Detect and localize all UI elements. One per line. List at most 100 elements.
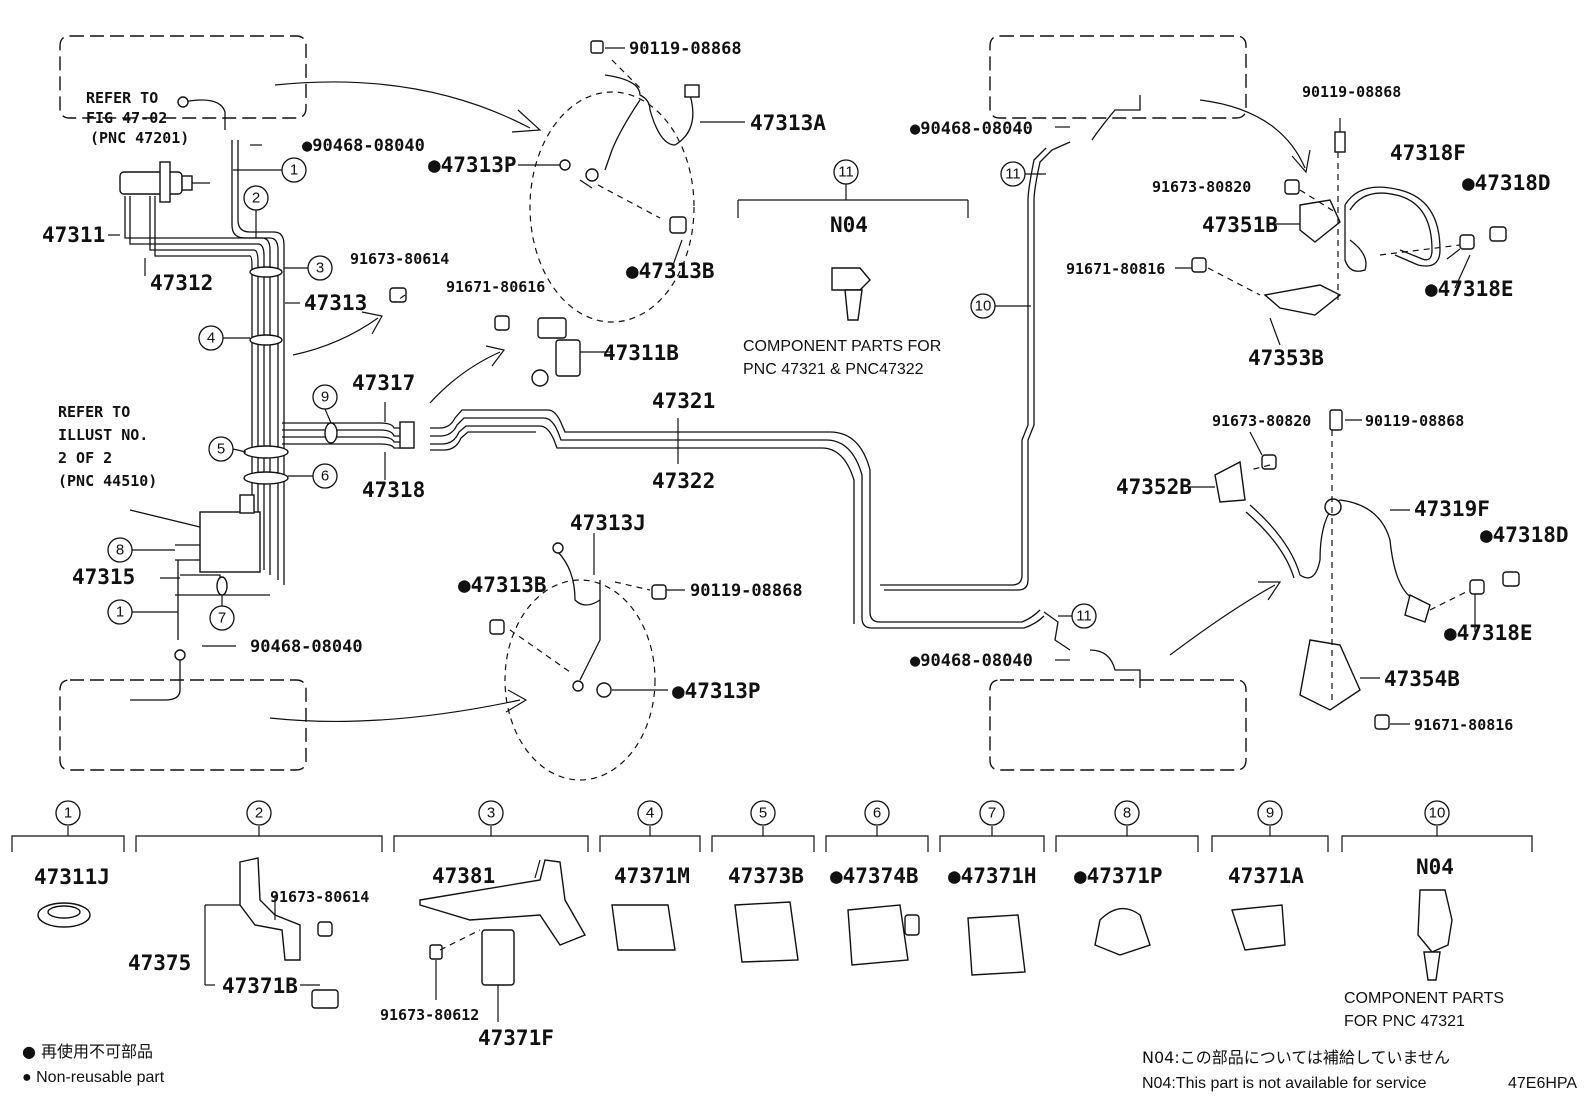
label-91671-80616: 91671-80616 [446, 278, 545, 296]
legend-callout-1: 1 [55, 800, 81, 826]
legend-91673-80612: 91673-80612 [380, 1006, 479, 1024]
label-90119-mid: 90119-08868 [690, 581, 803, 601]
label-90468-bottom: 90468-08040 [250, 637, 363, 657]
fig-ref-line3: (PNC 47201) [90, 129, 189, 147]
legend-callout-3: 3 [478, 800, 504, 826]
svg-text:10: 10 [975, 298, 992, 315]
svg-text:8: 8 [1123, 805, 1131, 822]
svg-text:2: 2 [252, 190, 260, 207]
label-47318E-b: ●47318E [1444, 621, 1533, 645]
callout-6: 6 [312, 463, 338, 489]
rear-hose [489, 542, 667, 698]
ref-box-top-left [59, 35, 307, 119]
callout-9: 9 [312, 384, 338, 410]
key-english: ● Non-reusable part [22, 1069, 165, 1086]
part-labels: 90119-08868 47313A ●47313P ●47313B ●9046… [42, 39, 1569, 734]
label-47311: 47311 [42, 223, 105, 247]
svg-text:6: 6 [321, 468, 329, 485]
legend-N04: N04 [1416, 855, 1454, 879]
label-47318F: 47318F [1390, 141, 1466, 165]
ref-box-bottom-right [989, 679, 1247, 771]
legend-callout-5: 5 [750, 800, 776, 826]
right-brake-line [880, 95, 1141, 688]
label-47313P-bottom: ●47313P [672, 679, 761, 703]
label-91673-80820-b: 91673-80820 [1212, 412, 1311, 430]
legend-47373B: 47373B [728, 864, 804, 888]
fig-ref-line2: FIG 47-02 [86, 109, 167, 127]
svg-text:11: 11 [1076, 608, 1092, 625]
label-47353B: 47353B [1248, 346, 1324, 370]
callout-1-bottom: 1 [107, 599, 133, 625]
flow-arrows [269, 81, 1311, 722]
label-47313J: 47313J [570, 511, 646, 535]
svg-text:1: 1 [116, 604, 124, 621]
illust-ref-line4: (PNC 44510) [58, 472, 157, 490]
fig-ref-line1: REFER TO [86, 89, 158, 107]
svg-text:9: 9 [321, 389, 329, 406]
label-47319F: 47319F [1414, 497, 1490, 521]
svg-text:5: 5 [217, 441, 225, 458]
label-47313A: 47313A [750, 111, 826, 135]
label-90468-right-bottom: ●90468-08040 [910, 651, 1033, 671]
illust-ref-line1: REFER TO [58, 403, 130, 421]
callout-8: 8 [107, 537, 133, 563]
label-47318D-a: ●47318D [1462, 171, 1551, 195]
callout-11-center: 11 [833, 159, 859, 185]
component-note-line2: PNC 47321 & PNC47322 [743, 361, 924, 378]
master-cylinder [119, 96, 226, 203]
key-footnotes: ● 再使用不可部品 ● Non-reusable part N04:この部品につ… [22, 1042, 1577, 1092]
label-91673-80820-a: 91673-80820 [1152, 178, 1251, 196]
legend-47371F: 47371F [478, 1026, 554, 1050]
key-japanese: ● 再使用不可部品 [22, 1042, 153, 1061]
wheel-area-front [529, 91, 695, 323]
callout-7: 7 [209, 605, 235, 631]
legend-callout-7: 7 [979, 800, 1005, 826]
label-47318D-b: ●47318D [1480, 523, 1569, 547]
svg-text:11: 11 [1005, 166, 1021, 183]
svg-text:1: 1 [64, 805, 72, 822]
label-47322: 47322 [652, 469, 715, 493]
legend-47371B: 47371B [222, 974, 298, 998]
footnote-n04-japanese: N04:この部品については補給していません [1142, 1048, 1450, 1067]
ref-box-bottom-left [59, 679, 307, 771]
svg-text:9: 9 [1266, 805, 1274, 822]
legend-callout-8: 8 [1114, 800, 1140, 826]
legend-callout-6: 6 [864, 800, 890, 826]
label-47312: 47312 [150, 271, 213, 295]
legend-callout-2: 2 [246, 800, 272, 826]
legend-47375: 47375 [128, 951, 191, 975]
legend-brackets [11, 826, 1533, 852]
brake-line-bundle [124, 140, 410, 585]
label-90468-top: ●90468-08040 [302, 136, 425, 156]
svg-text:4: 4 [646, 805, 654, 822]
label-90119-right-mid: 90119-08868 [1365, 412, 1464, 430]
legend-47371P: ●47371P [1074, 864, 1163, 888]
svg-text:8: 8 [116, 542, 124, 559]
label-47351B: 47351B [1202, 213, 1278, 237]
callout-4: 4 [198, 325, 224, 351]
legend-47371M: 47371M [614, 864, 690, 888]
callout-5: 5 [208, 436, 234, 462]
label-47352B: 47352B [1116, 475, 1192, 499]
callout-3: 3 [307, 255, 333, 281]
abs-actuator [175, 494, 270, 620]
leader-lines [108, 47, 1476, 725]
illust-ref-line2: ILLUST NO. [58, 426, 148, 444]
legend-91673-80614: 91673-80614 [270, 888, 369, 906]
label-90119-top: 90119-08868 [629, 39, 742, 59]
svg-text:2: 2 [255, 805, 263, 822]
legend-47381: 47381 [432, 864, 495, 888]
legend-callout-9: 9 [1257, 800, 1283, 826]
legend-callout-4: 4 [637, 800, 663, 826]
legend-47371H: ●47371H [948, 864, 1037, 888]
rear-brake-line [399, 409, 1045, 629]
callout-11-top: 11 [1000, 161, 1026, 187]
callout-1-top: 1 [281, 157, 307, 183]
svg-text:10: 10 [1429, 805, 1446, 822]
label-47313B-bottom: ●47313B [458, 573, 547, 597]
label-N04-main: N04 [830, 213, 868, 237]
legend-47374B: ●47374B [830, 864, 919, 888]
legend-component-note-line2: FOR PNC 47321 [1344, 1013, 1465, 1030]
label-47313P-top: ●47313P [428, 153, 517, 177]
